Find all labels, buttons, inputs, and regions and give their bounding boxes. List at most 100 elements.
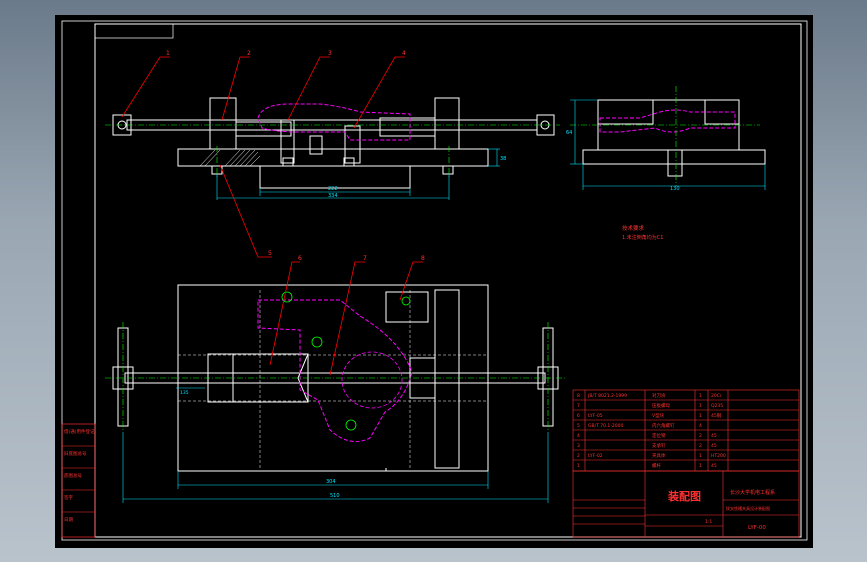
dim-plan-left: 135 <box>180 390 189 396</box>
title-org: 长沙大学机电工程系 <box>730 489 775 496</box>
dim-top-height: 38 <box>500 156 506 162</box>
plan-center-lines <box>105 322 565 432</box>
parts-cell-no: 6 <box>577 413 580 419</box>
parts-cell-qty: 1 <box>699 413 702 419</box>
side-label: 借(通)用件登记 <box>64 428 95 435</box>
parts-cell-mat: 45钢 <box>711 412 722 419</box>
callout-leaders <box>121 56 423 376</box>
title-drawing-no: LYF-00 <box>748 525 766 531</box>
parts-cell-code: LYF-02 <box>588 453 603 459</box>
left-jaw-step <box>235 121 292 137</box>
parts-cell-no: 1 <box>577 463 580 469</box>
bolt <box>282 157 294 167</box>
plan-hidden-lines <box>178 290 488 468</box>
parts-cell-name: 内六角螺钉 <box>652 422 675 429</box>
inner-frame <box>94 23 802 538</box>
callout-2: 2 <box>247 50 251 57</box>
dim-side-height: 64 <box>566 130 572 136</box>
callout-5: 5 <box>268 250 272 257</box>
side-margin-box <box>61 423 96 538</box>
drawing-sheet <box>55 15 813 548</box>
parts-cell-mat: 45 <box>711 433 717 439</box>
gauge-block <box>385 291 429 323</box>
parts-cell-qty: 1 <box>699 393 702 399</box>
parts-cell-qty: 1 <box>699 463 702 469</box>
dim-top-total: 334 <box>328 193 338 199</box>
parts-cell-qty: 4 <box>699 423 702 429</box>
side-block-right <box>704 99 740 125</box>
callout-6: 6 <box>298 255 302 262</box>
parts-cell-no: 7 <box>577 403 580 409</box>
pin-circle <box>401 296 411 306</box>
callout-4: 4 <box>402 50 406 57</box>
parts-cell-name: 对刀块 <box>652 392 666 399</box>
tech-note-line: 1.未注倒角均为C1 <box>622 234 663 241</box>
dim-plan-total: 510 <box>330 493 340 499</box>
plan-body <box>177 284 489 472</box>
parts-cell-no: 5 <box>577 423 580 429</box>
pin-circle <box>281 291 293 303</box>
title-block <box>572 470 800 538</box>
callout-1: 1 <box>166 50 170 57</box>
side-center-lines <box>570 86 760 186</box>
title-main: 装配图 <box>667 489 701 503</box>
phantom-workpiece-side <box>599 109 736 133</box>
title-scale: 1:1 <box>705 519 712 525</box>
parts-cell-mat: HT200 <box>711 453 726 459</box>
support-pin <box>344 125 361 164</box>
front-view <box>112 97 555 189</box>
parts-cell-mat: 45 <box>711 443 717 449</box>
parts-cell-name: 压板螺母 <box>652 402 670 409</box>
parts-cell-name: 定位销 <box>652 432 666 439</box>
right-jaw-step <box>379 117 436 137</box>
parts-cell-mat: 45 <box>711 463 717 469</box>
base-lower <box>259 165 411 189</box>
bolt <box>343 157 355 167</box>
pin-circle <box>345 419 357 431</box>
section-hatch <box>199 149 261 167</box>
parts-cell-no: 2 <box>577 453 580 459</box>
callout-7: 7 <box>363 255 367 262</box>
side-label: 底图总号 <box>64 472 82 479</box>
parts-cell-qty: 2 <box>699 443 702 449</box>
parts-cell-mat: 20Cr <box>711 393 722 399</box>
front-dimensions <box>216 148 500 200</box>
title-project: 拨叉铣槽夹具设计装配图 <box>726 505 770 511</box>
parts-cell-code: GB/T 70.1-2000 <box>588 423 624 429</box>
plan-dimensions <box>122 387 549 503</box>
phantom-boss <box>341 351 403 409</box>
side-label: 旧底图总号 <box>64 450 87 457</box>
parts-cell-name: V型块 <box>652 412 665 419</box>
dim-plan-inner: 304 <box>326 479 336 485</box>
outer-frame <box>61 20 808 541</box>
side-label: 签字 <box>64 494 73 501</box>
side-pin <box>667 149 683 177</box>
corner-box <box>94 23 174 39</box>
pin-circle <box>311 336 323 348</box>
parts-cell-name: 支承钉 <box>652 442 666 449</box>
parts-cell-qty: 1 <box>699 403 702 409</box>
parts-cell-name: 夹具体 <box>652 452 666 459</box>
dim-side-width: 130 <box>670 186 680 192</box>
callout-3: 3 <box>328 50 332 57</box>
bolt <box>442 165 454 175</box>
side-block-left <box>597 99 654 125</box>
parts-cell-no: 3 <box>577 443 580 449</box>
side-margin-labels: 借(通)用件登记 旧底图总号 底图总号 签字 日期 <box>62 428 95 523</box>
phantom-workpiece-front <box>257 103 411 141</box>
parts-cell-code: JB/T 8021.2-1999 <box>587 393 627 399</box>
parts-cell-qty: 2 <box>699 433 702 439</box>
front-center-lines <box>105 124 560 178</box>
phantom-workpiece-plan <box>257 299 413 443</box>
side-dimensions <box>570 99 766 190</box>
callout-8: 8 <box>421 255 425 262</box>
center-block <box>309 135 323 155</box>
dim-top-span: 222 <box>328 186 338 192</box>
parts-cell-code: LYF-05 <box>588 413 603 419</box>
parts-cell-mat: Q235 <box>711 403 723 409</box>
support-pin <box>280 119 295 164</box>
callout-numbers: 1 2 3 4 5 6 7 8 <box>166 50 425 262</box>
parts-cell-no: 4 <box>577 433 580 439</box>
